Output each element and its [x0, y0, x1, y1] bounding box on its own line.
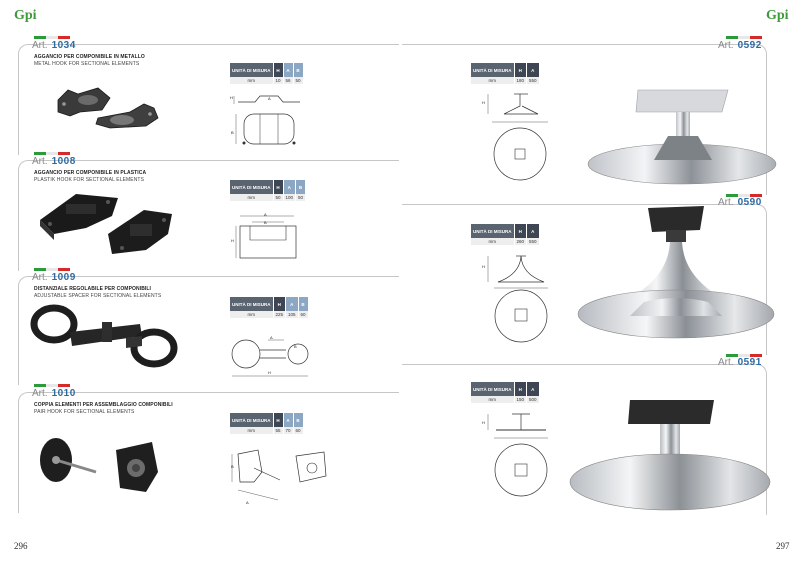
product-title-en: METAL HOOK FOR SECTIONAL ELEMENTS	[34, 61, 140, 67]
product-title-it: DISTANZIALE REGOLABILE PER COMPONIBILI	[34, 286, 152, 292]
section-frame	[18, 160, 399, 271]
art-label: Art.1008	[32, 156, 76, 167]
dimension-label: B	[231, 130, 234, 135]
dimension-label: B	[231, 464, 234, 469]
art-label: Art.1034	[32, 40, 76, 51]
italy-flag-stripe	[726, 354, 762, 357]
brand-logo: Gpi	[766, 8, 789, 23]
product-title-en: PLASTIK HOOK FOR SECTIONAL ELEMENTS	[34, 177, 145, 183]
technical-drawing	[231, 339, 309, 377]
page-number: 297	[776, 541, 790, 551]
dimension-label: A	[264, 212, 267, 217]
italy-flag-stripe	[726, 36, 762, 39]
section-frame	[18, 44, 399, 155]
italy-flag-stripe	[34, 268, 70, 271]
plastic-hook-photo	[40, 194, 172, 254]
dimension-label: A	[246, 500, 249, 505]
page-number: 296	[14, 541, 28, 551]
dimension-label: A	[268, 96, 271, 101]
pair-hook-photo	[40, 438, 158, 492]
brand-logo: Gpi	[14, 8, 37, 23]
catalog-page-left: Gpi Art.1034 AGGANCIO PER COMPONIBILE IN…	[14, 8, 399, 551]
product-title-it: AGGANCIO PER COMPONIBILE IN PLASTICA	[34, 170, 147, 176]
italy-flag-stripe	[34, 384, 70, 387]
dimension-label: H	[231, 238, 234, 243]
technical-drawing	[487, 93, 548, 181]
art-label: Art.0590	[718, 197, 762, 208]
italy-flag-stripe	[34, 36, 70, 39]
product-title-it: AGGANCIO PER COMPONIBILE IN METALLO	[34, 54, 145, 60]
section-frame	[402, 204, 767, 355]
italy-flag-stripe	[726, 194, 762, 197]
section-frame	[402, 364, 767, 515]
technical-drawing	[235, 215, 297, 259]
product-title-en: PAIR HOOK FOR SECTIONAL ELEMENTS	[34, 409, 135, 415]
section-frame	[18, 276, 399, 385]
italy-flag-stripe	[34, 152, 70, 155]
technical-drawing	[233, 95, 300, 145]
art-label: Art.0591	[718, 357, 762, 368]
section-frame	[402, 44, 767, 195]
technical-drawing	[487, 413, 548, 497]
tulip-base-photo	[577, 206, 775, 339]
dimension-label: B	[294, 344, 297, 349]
metal-hook-photo	[57, 87, 159, 129]
art-label: Art.0592	[718, 40, 762, 51]
section-frame	[18, 392, 399, 513]
disc-base-photo	[569, 400, 771, 511]
trumpet-base-photo	[587, 89, 777, 185]
product-title-en: ADJUSTABLE SPACER FOR SECTIONAL ELEMENTS	[34, 293, 162, 299]
dimension-label: H	[482, 100, 485, 105]
art-label: Art.1010	[32, 388, 76, 399]
dimension-label: H	[482, 264, 485, 269]
technical-drawing	[231, 449, 327, 501]
adjustable-spacer-photo	[30, 304, 178, 368]
dimension-label: A	[270, 335, 273, 340]
dimension-label: B	[264, 220, 267, 225]
dimension-label: H	[482, 420, 485, 425]
art-label: Art.1009	[32, 272, 76, 283]
product-title-it: COPPIA ELEMENTI PER ASSEMBLAGGIO COMPONI…	[34, 402, 173, 408]
dimension-label: H	[230, 95, 233, 100]
technical-drawing	[487, 255, 548, 343]
dimension-label: H	[268, 370, 271, 375]
